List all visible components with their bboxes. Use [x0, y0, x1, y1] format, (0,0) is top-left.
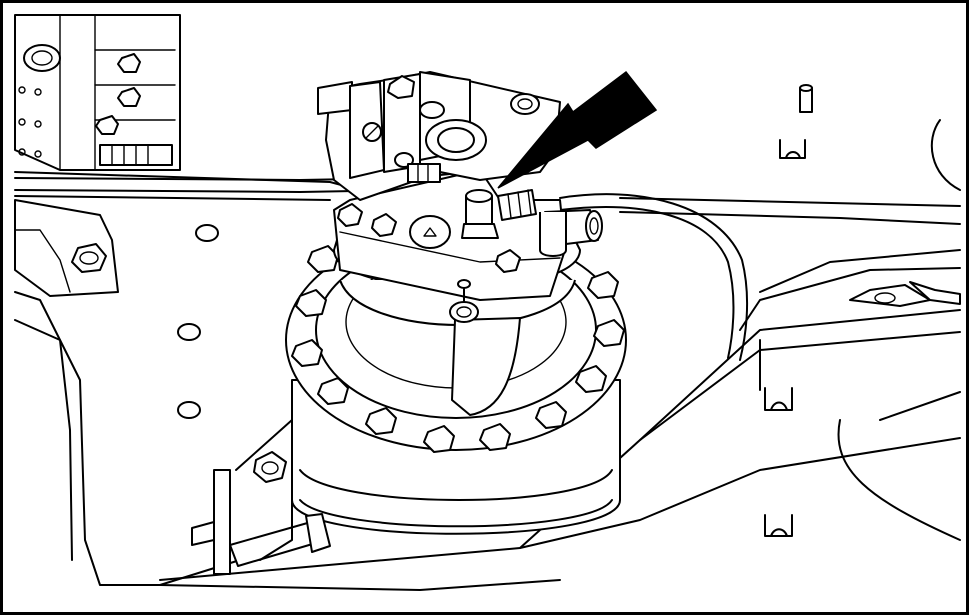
pinion-fragment — [849, 281, 961, 307]
bracket-tab — [764, 387, 793, 411]
small-pin — [799, 84, 813, 113]
bracket-tab — [779, 139, 806, 159]
lower-housing-step — [235, 419, 293, 561]
hose-nut — [497, 189, 537, 221]
bracket-tab — [764, 514, 793, 537]
hose-nut — [407, 163, 441, 183]
flange-bolt — [291, 245, 625, 453]
callout-arrow — [497, 70, 658, 189]
housing-bolt — [253, 451, 287, 483]
bleed-valve — [449, 279, 479, 323]
banjo-fitting — [461, 189, 499, 239]
drain-pipe — [191, 469, 331, 575]
frame-holes — [177, 224, 219, 419]
left-mount-bracket — [14, 199, 119, 297]
brake-valve-block — [317, 71, 561, 201]
port-plug — [409, 215, 451, 249]
port-plug — [539, 212, 567, 257]
cap-screw — [337, 203, 521, 273]
hydraulic-hose-right — [559, 193, 749, 361]
valve-block-assembly — [14, 14, 181, 171]
